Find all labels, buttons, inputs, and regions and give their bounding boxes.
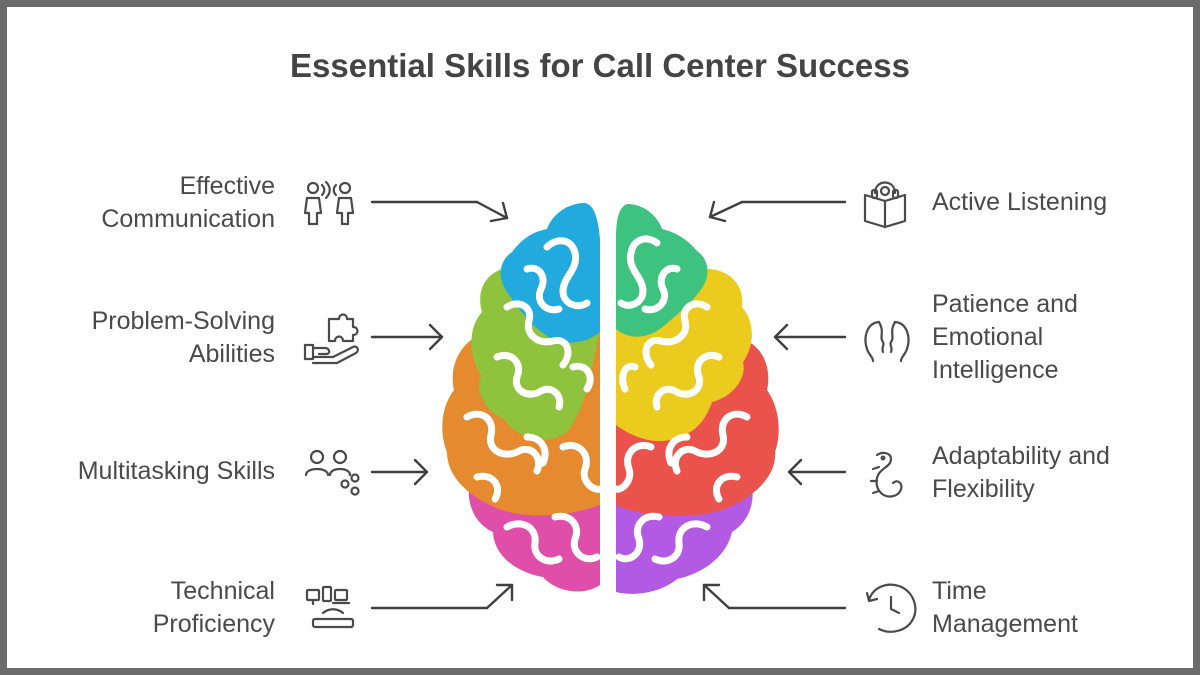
skill-label-line: Active Listening <box>932 188 1108 216</box>
headset-book-icon <box>863 181 907 229</box>
two-faces-profile-icon <box>864 320 910 363</box>
skill-label-patience: Patience and Emotional Intelligence <box>932 288 1078 387</box>
two-people-talking-icon <box>303 180 355 226</box>
skill-label-technical-proficiency: Technical Proficiency <box>153 575 275 641</box>
skill-label-line: Intelligence <box>932 356 1059 384</box>
skill-label-line: Problem-Solving <box>91 307 275 335</box>
skill-label-line: Adaptability and <box>932 442 1110 470</box>
devices-router-icon <box>305 585 355 629</box>
skill-label-line: Proficiency <box>152 610 275 638</box>
skill-label-line: Communication <box>101 205 275 233</box>
chameleon-icon <box>869 451 903 498</box>
skill-label-active-listening: Active Listening <box>932 186 1107 219</box>
skill-label-line: Abilities <box>188 340 275 368</box>
skill-label-line: Technical <box>170 577 275 605</box>
arrow-active-listening <box>708 200 847 223</box>
right-hemisphere <box>612 204 779 594</box>
skill-label-line: Management <box>932 610 1078 638</box>
skill-label-multitasking: Multitasking Skills <box>78 455 275 488</box>
skill-label-line: Effective <box>179 172 275 200</box>
skill-label-time-management: Time Management <box>932 575 1078 641</box>
skill-label-line: Multitasking Skills <box>77 457 275 485</box>
skill-label-line: Time <box>932 577 987 605</box>
clock-rewind-icon <box>865 583 917 633</box>
page-title: Essential Skills for Call Center Success <box>290 47 910 84</box>
people-network-icon <box>304 449 360 496</box>
skill-label-adaptability: Adaptability and Flexibility <box>932 440 1110 506</box>
arrow-patience <box>773 323 847 351</box>
left-hemisphere <box>442 203 604 592</box>
skill-label-effective-communication: Effective Communication <box>101 170 275 236</box>
skill-label-problem-solving: Problem-Solving Abilities <box>92 305 275 371</box>
skill-label-line: Patience and <box>932 290 1078 318</box>
arrow-problem-solving <box>370 323 444 351</box>
arrow-technical-proficiency <box>370 583 514 610</box>
arrow-multitasking <box>370 458 429 486</box>
arrow-time-management <box>702 583 847 610</box>
arrow-effective-communication <box>370 200 509 223</box>
arrow-adaptability <box>787 458 847 486</box>
brain-diagram <box>303 180 917 633</box>
puzzle-hand-icon <box>303 313 359 365</box>
skill-label-line: Emotional <box>932 323 1044 351</box>
skill-label-line: Flexibility <box>932 475 1035 503</box>
